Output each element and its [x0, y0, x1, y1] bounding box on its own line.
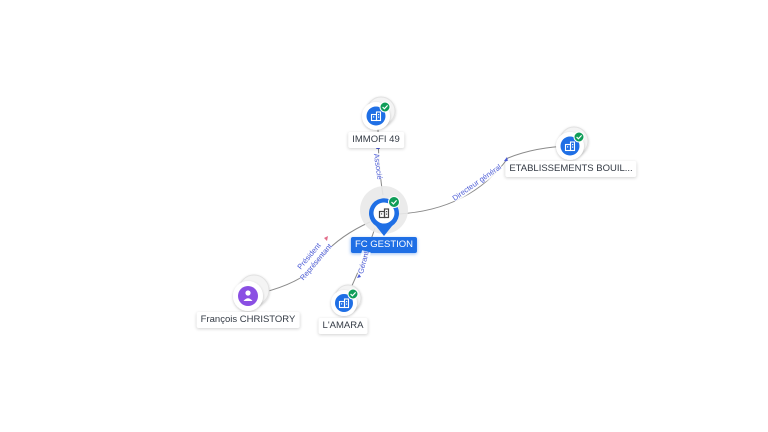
node-label-lamara[interactable]: L'AMARA [318, 318, 368, 334]
check-icon [573, 131, 585, 143]
person-icon [243, 290, 253, 301]
node-label-etab[interactable]: ETABLISSEMENTS BOUIL... [505, 161, 637, 177]
edge-arrow-francois [324, 236, 328, 241]
check-icon [347, 288, 359, 300]
check-icon [379, 101, 391, 113]
node-label-francois[interactable]: François CHRISTORY [196, 312, 300, 328]
edge-arrow-etab [504, 157, 508, 162]
node-immofi[interactable] [362, 96, 396, 130]
node-center-fc-gestion[interactable] [360, 186, 408, 236]
check-icon [388, 196, 400, 208]
node-etab[interactable] [556, 126, 589, 160]
node-label-immofi[interactable]: IMMOFI 49 [348, 132, 404, 148]
node-lamara[interactable] [331, 284, 362, 316]
edges-layer [246, 127, 571, 302]
node-label-center[interactable]: FC GESTION [350, 237, 418, 253]
person-icon-bg [238, 286, 258, 306]
edge-arrow-lamara [357, 274, 361, 278]
node-francois[interactable] [233, 274, 270, 311]
